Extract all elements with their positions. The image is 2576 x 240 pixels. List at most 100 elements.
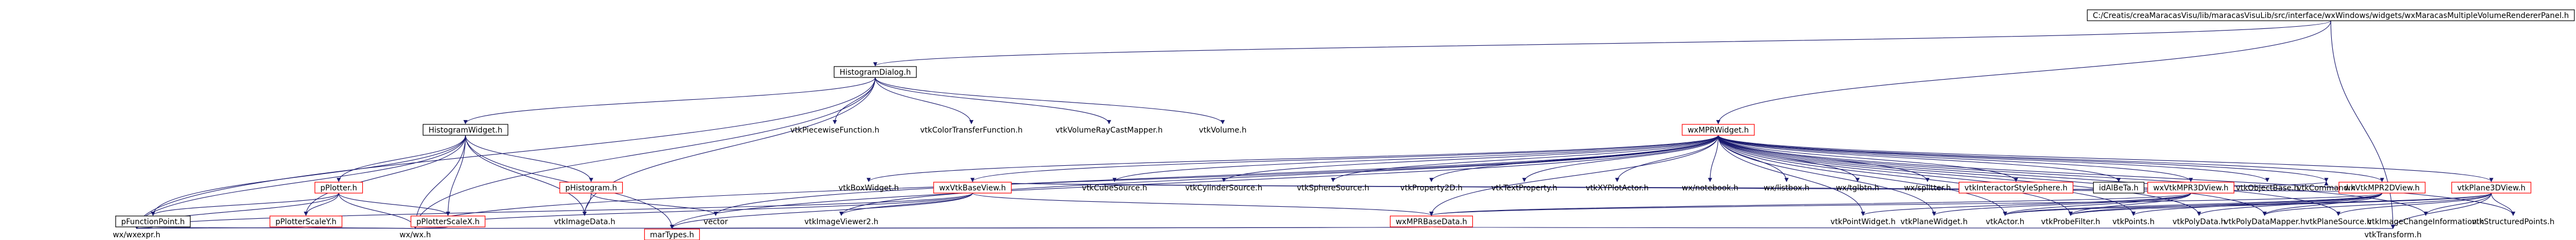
node-label-wxmprbasedata-h[interactable]: wxMPRBaseData.h <box>1396 218 1467 226</box>
edge-wvmpr2d-to-vprobe <box>2068 193 2383 216</box>
node-label-vtkplane3dview-h[interactable]: vtkPlane3DView.h <box>2457 184 2526 193</box>
node-box-pfunctionpoint-h[interactable] <box>115 215 191 227</box>
node-box-idalbeta-h[interactable] <box>2093 182 2144 194</box>
node-label-pplotterscaley-h[interactable]: pPlotterScaleY.h <box>275 218 337 226</box>
node-label-vtkpolydata-h[interactable]: vtkPolyData.h <box>2172 218 2225 226</box>
edge-root-to-hdlg <box>873 20 2331 67</box>
node-label-vtkcylindersource-h[interactable]: vtkCylinderSource.h <box>1185 184 1262 193</box>
edge-wmpr-to-wvmpr3d <box>1718 135 2193 182</box>
node-label-vtkproperty2d-h[interactable]: vtkProperty2D.h <box>1400 184 1463 193</box>
node-label-vtkboxwidget-h[interactable]: vtkBoxWidget.h <box>839 184 899 193</box>
node-label-wx-tglbtn-h[interactable]: wx/tglbtn.h <box>1836 184 1879 193</box>
node-box-pplotterscaley-h[interactable] <box>269 215 343 227</box>
node-label-vtkplanewidget-h[interactable]: vtkPlaneWidget.h <box>1901 218 1968 226</box>
edge-wmbd-to-vtrans <box>1431 225 2394 229</box>
edge-pplot-to-ppsx <box>338 193 450 216</box>
edge-wmpr-to-martypes <box>670 135 1719 229</box>
node-label-c-creatis-creamaracasvisu-lib-maracasvisulib-src-interface-wxwindows-widgets-wxmaracasmultiplevolumerendererpanel-h[interactable]: C:/Creatis/creaMaracasVisu/lib/maracasVi… <box>2092 11 2569 20</box>
node-label-wx-wxexpr-h[interactable]: wx/wxexpr.h <box>113 231 160 239</box>
edge-wmpr-to-vpdm <box>1718 135 2267 216</box>
node-label-wx-listbox-h[interactable]: wx/listbox.h <box>1764 184 1809 193</box>
node-label-vtkstructuredpoints-h[interactable]: vtkStructuredPoints.h <box>2472 218 2554 226</box>
node-label-vtkcolortransferfunction-h[interactable]: vtkColorTransferFunction.h <box>920 126 1023 135</box>
node-label-wx-wx-h[interactable]: wx/wx.h <box>399 231 431 239</box>
node-label-vtkvolumeraycastmapper-h[interactable]: vtkVolumeRayCastMapper.h <box>1056 126 1163 135</box>
node-label-vtkplanesource-h[interactable]: vtkPlaneSource.h <box>2305 218 2372 226</box>
edge-vpl3d-to-vtrans <box>2391 193 2492 229</box>
node-label-vtkpiecewisefunction-h[interactable]: vtkPiecewiseFunction.h <box>791 126 880 135</box>
node-label-wx-splitter-h[interactable]: wx/splitter.h <box>1904 184 1951 193</box>
edge-wmpr-to-vpw <box>1718 135 1865 216</box>
edge-hdlg-to-vvrcm <box>875 77 1111 124</box>
edge-hwid-to-ppsx <box>446 135 466 216</box>
node-box-wxmprbasedata-h[interactable] <box>1389 215 1473 227</box>
edge-wvmpr2d-to-wvbv <box>971 181 2383 194</box>
node-label-vtkspheresource-h[interactable]: vtkSphereSource.h <box>1297 184 1370 193</box>
edge-hdlg-to-wxexp <box>134 77 876 229</box>
edge-hwid-to-pplot <box>337 135 466 182</box>
node-label-wxmprwidget-h[interactable]: wxMPRWidget.h <box>1688 126 1749 135</box>
node-label-pfunctionpoint-h[interactable]: pFunctionPoint.h <box>121 218 185 226</box>
node-border <box>644 229 700 240</box>
edge-wmpr-to-wvbv <box>970 135 1719 182</box>
node-label-pplotter-h[interactable]: pPlotter.h <box>320 184 357 193</box>
node-label-phistogram-h[interactable]: pHistogram.h <box>565 184 617 193</box>
edge-wmpr-to-wxnb <box>1708 135 1719 182</box>
edge-hdlg-to-vvol <box>875 77 1225 124</box>
node-label-vtkcubesource-h[interactable]: vtkCubeSource.h <box>1082 184 1147 193</box>
node-label-vtkimagechangeinformation-h[interactable]: vtkImageChangeInformation.h <box>2367 218 2484 226</box>
node-label-vtkprobefilter-h[interactable]: vtkProbeFilter.h <box>2041 218 2100 226</box>
node-label-vtkpolydatamapper-h[interactable]: vtkPolyDataMapper.h <box>2224 218 2306 226</box>
node-box-wxvtkbaseview-h[interactable] <box>933 182 1012 194</box>
edge-root-to-wmpr <box>1716 20 2331 124</box>
edge-wmpr-to-vsph <box>1331 135 1719 182</box>
node-box-wxvtkmpr3dview-h[interactable] <box>2147 182 2235 194</box>
node-border <box>115 215 191 227</box>
node-label-vtkobjectbase-h[interactable]: vtkObjectBase.h <box>2236 184 2299 193</box>
edge-wmpr-to-vist <box>1718 135 2018 182</box>
node-box-martypes-h[interactable] <box>644 229 700 240</box>
node-label-wxvtkmpr2dview-h[interactable]: wxVtkMPR2DView.h <box>2344 184 2420 193</box>
node-label-pplotterscalex-h[interactable]: pPlotterScaleX.h <box>416 218 480 226</box>
node-box-vtkinteractorstylesphere-h[interactable] <box>1959 182 2073 194</box>
node-border <box>314 182 363 194</box>
node-box-vtkplane3dview-h[interactable] <box>2451 182 2532 194</box>
node-label-idalbeta-h[interactable]: idAlBeTa.h <box>2099 184 2139 193</box>
node-label-histogramwidget-h[interactable]: HistogramWidget.h <box>428 126 502 135</box>
node-label-vtkimagedata-h[interactable]: vtkImageData.h <box>554 218 615 226</box>
node-box-wxmprwidget-h[interactable] <box>1682 124 1755 136</box>
node-box-pplotterscalex-h[interactable] <box>410 215 486 227</box>
node-label-vector[interactable]: vector <box>704 218 728 226</box>
node-label-histogramdialog-h[interactable]: HistogramDialog.h <box>840 68 911 77</box>
node-label-wxvtkmpr3dview-h[interactable]: wxVtkMPR3DView.h <box>2153 184 2229 193</box>
node-label-vtktransform-h[interactable]: vtkTransform.h <box>2365 231 2422 239</box>
node-label-wx-notebook-h[interactable]: wx/notebook.h <box>1682 184 1738 193</box>
node-box-phistogram-h[interactable] <box>559 182 623 194</box>
edge-wmpr-to-vimv2 <box>839 135 1719 216</box>
edge-wmbd-to-martypes <box>671 224 1432 229</box>
node-label-vtkvolume-h[interactable]: vtkVolume.h <box>1199 126 1246 135</box>
node-label-vtkactor-h[interactable]: vtkActor.h <box>1986 218 2025 226</box>
node-label-vtkinteractorstylesphere-h[interactable]: vtkInteractorStyleSphere.h <box>1965 184 2068 193</box>
edge-hwid-to-vimgd <box>465 135 587 216</box>
edge-wmpr-to-vsgp <box>1718 135 2515 216</box>
edge-wmpr-to-vbw <box>866 135 1719 182</box>
node-label-vtkxyplotactor-h[interactable]: vtkXYPlotActor.h <box>1585 184 1648 193</box>
edge-wmpr-to-vactor <box>1718 135 2007 216</box>
edge-wvmpr3d-to-vplw <box>1932 193 2191 216</box>
node-box-pplotter-h[interactable] <box>314 182 363 194</box>
node-label-vtktextproperty-h[interactable]: vtkTextProperty.h <box>1492 184 1558 193</box>
node-label-vtkpointwidget-h[interactable]: vtkPointWidget.h <box>1830 218 1895 226</box>
node-label-martypes-h[interactable]: marTypes.h <box>650 231 694 239</box>
node-label-vtkcommand-h[interactable]: vtkCommand.h <box>2297 184 2355 193</box>
node-box-histogramdialog-h[interactable] <box>834 66 917 78</box>
node-label-vtkpoints-h[interactable]: vtkPoints.h <box>2112 218 2154 226</box>
node-box-c-creatis-creamaracasvisu-lib-maracasvisulib-src-interface-wxwindows-widgets-wxmaracasmultiplevolumerendererpanel-h[interactable] <box>2086 9 2575 21</box>
node-label-vtkimageviewer2-h[interactable]: vtkImageViewer2.h <box>804 218 879 226</box>
edge-wvmpr3d-to-vprobe <box>2068 193 2191 216</box>
node-label-wxvtkbaseview-h[interactable]: wxVtkBaseView.h <box>939 184 1006 193</box>
node-box-histogramwidget-h[interactable] <box>422 124 509 136</box>
node-border <box>559 182 623 194</box>
node-box-wxvtkmpr2dview-h[interactable] <box>2338 182 2426 194</box>
node-border <box>2451 182 2532 194</box>
